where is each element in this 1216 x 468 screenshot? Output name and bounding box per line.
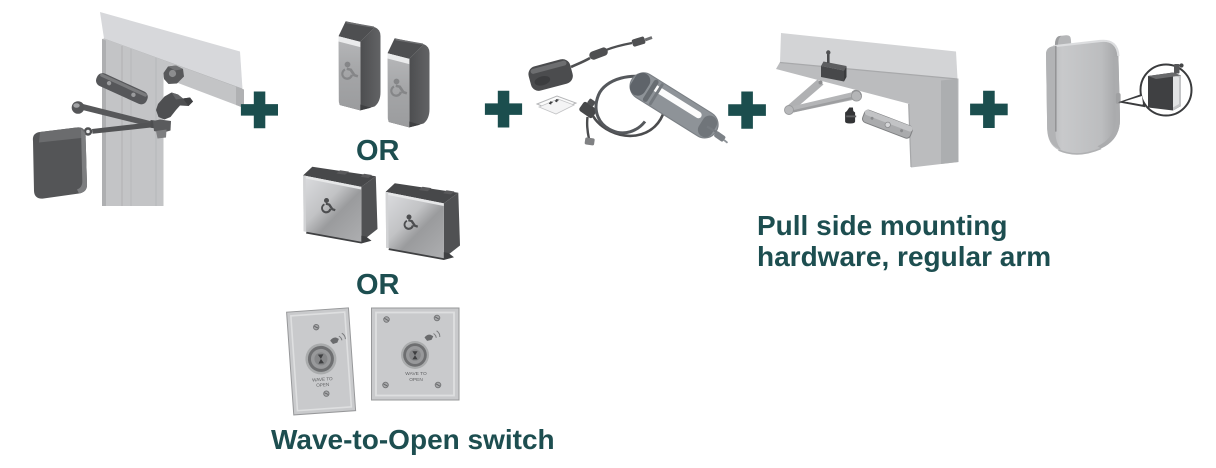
- svg-text:OPEN: OPEN: [409, 377, 423, 383]
- svg-text:OPEN: OPEN: [316, 382, 329, 388]
- svg-text:WAVE TO: WAVE TO: [312, 376, 333, 382]
- svg-text:WAVE TO: WAVE TO: [405, 371, 427, 377]
